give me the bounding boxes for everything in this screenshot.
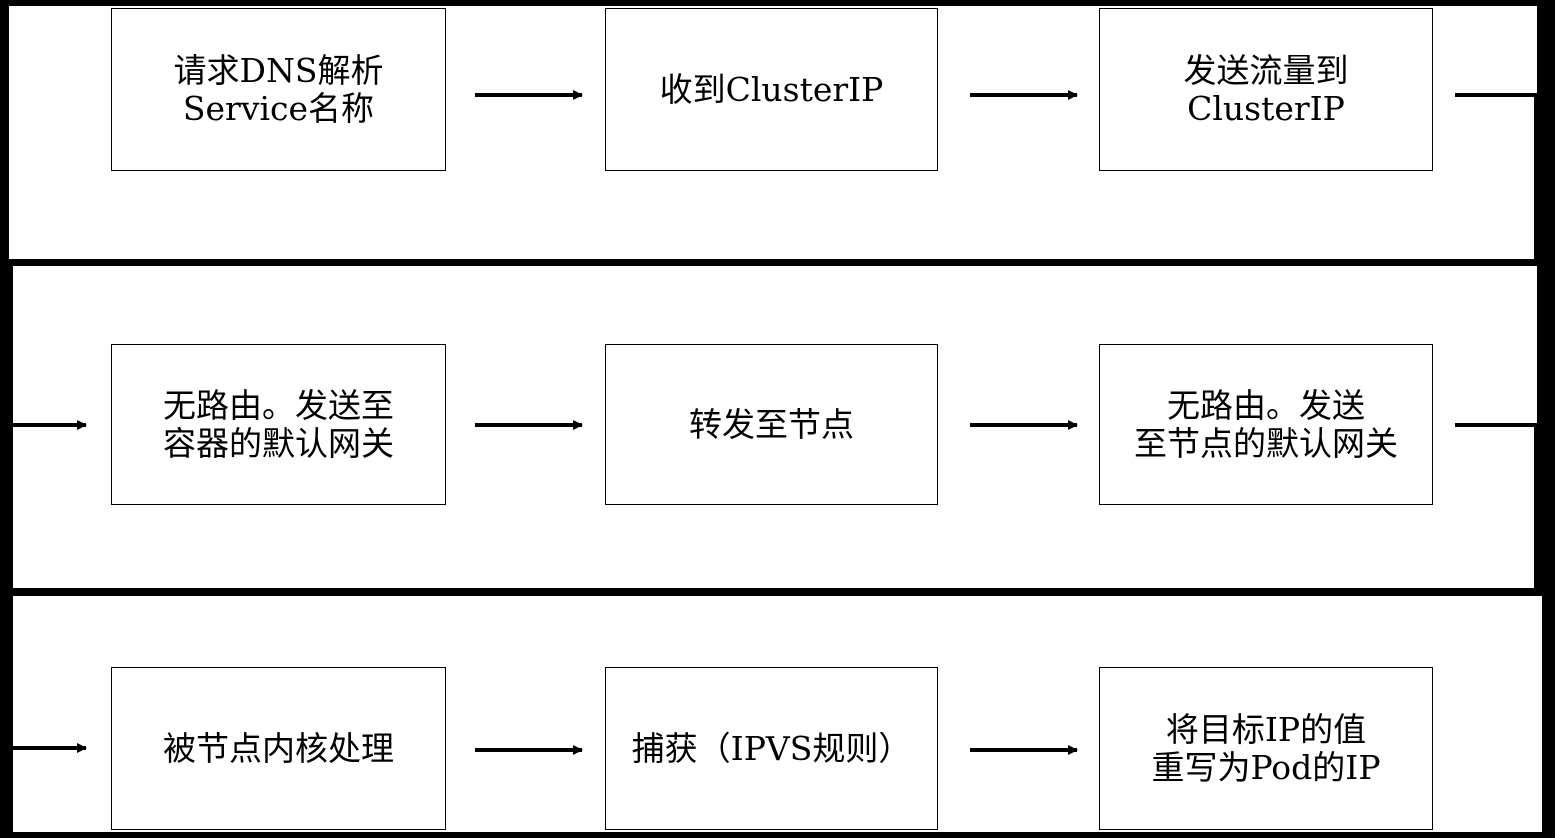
step-kernel-box: 被节点内核处理 (111, 667, 446, 830)
step-forward-node-box: 转发至节点 (605, 344, 938, 505)
step-kernel-label: 被节点内核处理 (163, 728, 394, 768)
step-node-gateway-label: 无路由。发送 至节点的默认网关 (1134, 385, 1398, 463)
step-receive-ip-box: 收到ClusterIP (605, 8, 938, 171)
step-receive-ip-label: 收到ClusterIP (659, 69, 884, 109)
step-send-traffic-box: 发送流量到 ClusterIP (1099, 8, 1433, 171)
connector-row2-to-row3 (7, 423, 1538, 753)
step-rewrite-label: 将目标IP的值 重写为Pod的IP (1151, 709, 1381, 787)
step-send-traffic-label: 发送流量到 ClusterIP (1183, 50, 1349, 128)
step-dns-box: 请求DNS解析 Service名称 (111, 8, 446, 171)
connector-row1-to-row2 (7, 93, 1538, 430)
step-ipvs-box: 捕获（IPVS规则） (605, 667, 938, 830)
step-node-gateway-box: 无路由。发送 至节点的默认网关 (1099, 344, 1433, 505)
step-rewrite-box: 将目标IP的值 重写为Pod的IP (1099, 667, 1433, 830)
step-container-gateway-box: 无路由。发送至 容器的默认网关 (111, 344, 446, 505)
step-forward-node-label: 转发至节点 (689, 404, 854, 444)
step-ipvs-label: 捕获（IPVS规则） (631, 728, 912, 768)
step-container-gateway-label: 无路由。发送至 容器的默认网关 (163, 385, 394, 463)
step-dns-label: 请求DNS解析 Service名称 (173, 50, 384, 128)
